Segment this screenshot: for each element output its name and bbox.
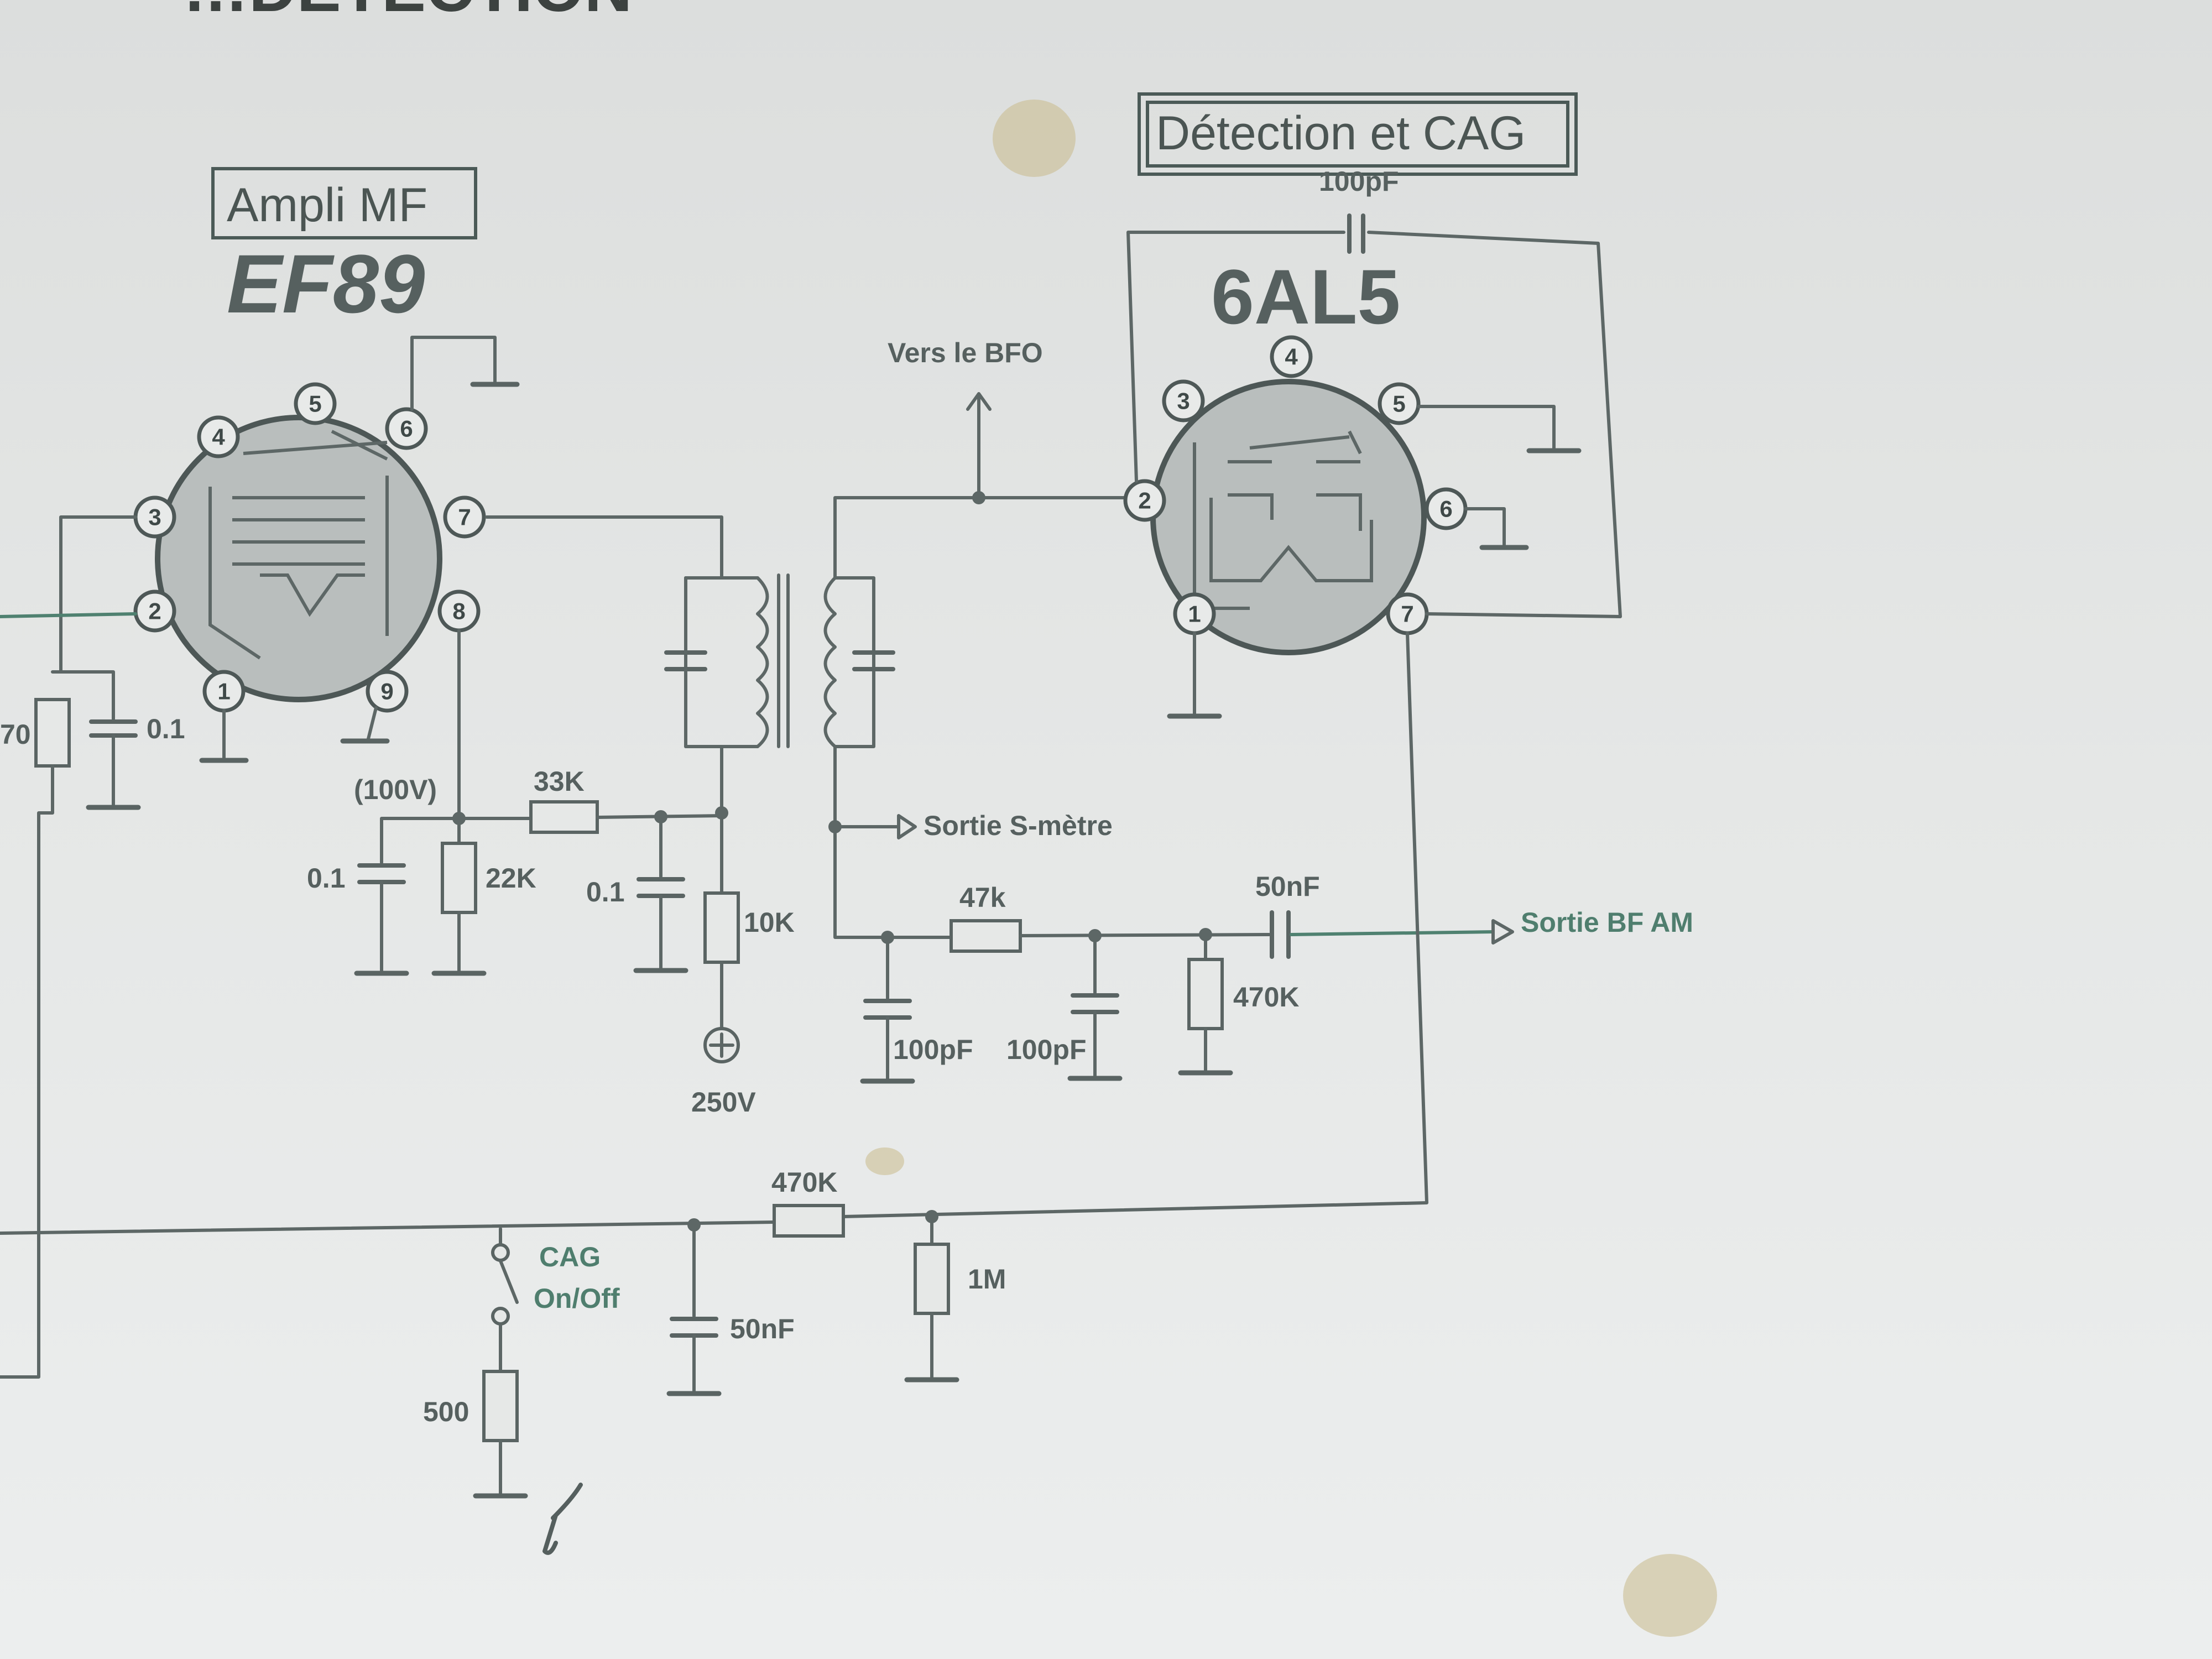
- label-sortie-bf: Sortie BF AM: [1521, 907, 1693, 938]
- resistor-470k-out: [1187, 958, 1224, 1030]
- detect-tube-label: 6AL5: [1211, 253, 1400, 340]
- ef89-pin-6-label: 6: [400, 416, 413, 442]
- detect-title-box-inner: [1146, 101, 1569, 168]
- label-r-1m: 1M: [968, 1264, 1006, 1295]
- ampli-tube-label: EF89: [227, 237, 425, 330]
- label-r-47k: 47k: [959, 882, 1006, 913]
- al5-pin-5-label: 5: [1392, 391, 1405, 417]
- al5-pin-6-label: 6: [1439, 496, 1452, 522]
- ef89-pin-5-label: 5: [309, 391, 321, 417]
- resistor-33k: [529, 800, 599, 834]
- stain-bottom: [1623, 1554, 1717, 1637]
- cag-switch[interactable]: [491, 1227, 519, 1326]
- al5-cag-wire: [842, 632, 1428, 1218]
- header-fragment: …DÉTECTION: [182, 0, 632, 25]
- ef89-plate-wire: [485, 515, 723, 580]
- mf-transformer: [664, 573, 895, 748]
- pen-mark: [542, 1483, 583, 1555]
- al5-pin5-ground: [1417, 405, 1556, 450]
- ef89-cathode-rc: [51, 670, 115, 721]
- label-v-100: (100V): [354, 774, 437, 805]
- label-r-500: 500: [423, 1396, 469, 1427]
- detect-title: Détection et CAG: [1156, 107, 1526, 160]
- label-r-470k-cag: 470K: [771, 1167, 838, 1198]
- ef89-cathode-line: [59, 515, 137, 674]
- cag-main-line: [0, 1220, 776, 1235]
- ef89-pin-8-label: 8: [452, 598, 465, 624]
- resistor-22k: [441, 842, 477, 914]
- al5-pin-4: [1270, 335, 1313, 378]
- label-r-470-left: 70: [0, 719, 31, 750]
- label-c-50nf-out: 50nF: [1255, 871, 1320, 902]
- ef89-tube: [155, 415, 442, 702]
- al5-pin-5: [1378, 382, 1421, 425]
- bf-output-wire: [1290, 930, 1495, 936]
- al5-pin-3-label: 3: [1177, 388, 1190, 414]
- secondary-bottom-wire: [833, 745, 889, 939]
- detect-title-box: [1138, 92, 1578, 176]
- al5-pin6-ground: [1464, 507, 1506, 546]
- al5-pin-2: [1123, 479, 1166, 522]
- label-sortie-smetre: Sortie S-mètre: [924, 810, 1113, 841]
- ef89-pin-9-label: 9: [380, 679, 393, 705]
- label-c-100pf-top: 100pF: [1319, 166, 1399, 197]
- ef89-pin-4: [197, 415, 240, 458]
- ef89-pin-7: [443, 495, 486, 539]
- label-r-22k: 22K: [486, 863, 536, 894]
- ef89-pin-2-label: 2: [148, 598, 161, 624]
- ef89-pin-5: [294, 382, 337, 425]
- resistor-500: [482, 1370, 519, 1442]
- stain-top: [993, 100, 1076, 177]
- label-v-250: 250V: [691, 1087, 756, 1118]
- ef89-pin-1-label: 1: [217, 679, 230, 705]
- resistor-10k: [703, 891, 740, 964]
- label-r-33k: 33K: [534, 766, 585, 797]
- label-c-01-left: 0.1: [147, 713, 185, 744]
- ef89-pin-4-label: 4: [212, 424, 225, 450]
- label-c-100pf-b: 100pF: [1006, 1034, 1087, 1065]
- resistor-47k: [950, 919, 1022, 953]
- al5-pin-1-label: 1: [1188, 601, 1201, 627]
- ef89-pin-2: [133, 589, 176, 633]
- ef89-pins: 1 2 3 4 5 6 7 8 9: [133, 382, 486, 713]
- resistor-470-left: [34, 698, 71, 768]
- ef89-pin6-ground-wire: [410, 336, 497, 411]
- al5-pin-3: [1162, 379, 1205, 422]
- resistor-1m: [914, 1243, 950, 1315]
- label-c-01-a: 0.1: [307, 863, 346, 894]
- ampli-title-box: [211, 167, 477, 239]
- ef89-grid-input: [0, 612, 137, 618]
- label-cag-switch-1: CAG: [539, 1241, 601, 1272]
- label-c-100pf-a: 100pF: [893, 1034, 973, 1065]
- al5-pin-2-label: 2: [1138, 488, 1151, 514]
- ef89-pin-6: [385, 407, 428, 450]
- label-c-50nf-cag: 50nF: [730, 1313, 795, 1344]
- al5-pin-4-label: 4: [1285, 344, 1298, 370]
- al5-pin-7-label: 7: [1401, 601, 1413, 627]
- al5-feedback-loop: [1126, 231, 1345, 483]
- stain-middle: [865, 1147, 904, 1175]
- resistor-470k-cag: [773, 1204, 845, 1238]
- label-r-10k: 10K: [744, 907, 795, 938]
- ef89-pin-7-label: 7: [458, 504, 471, 530]
- label-c-01-b: 0.1: [586, 877, 625, 907]
- ef89-pin-9: [366, 670, 409, 713]
- label-vers-bfo: Vers le BFO: [888, 337, 1043, 368]
- secondary-top-wire: [833, 496, 1141, 580]
- ef89-pin-3-label: 3: [148, 504, 161, 530]
- label-cag-switch-2: On/Off: [534, 1283, 620, 1314]
- ampli-title: Ampli MF: [227, 179, 427, 232]
- ef89-pin9-ground: [366, 706, 378, 743]
- label-r-470k-out: 470K: [1233, 982, 1300, 1013]
